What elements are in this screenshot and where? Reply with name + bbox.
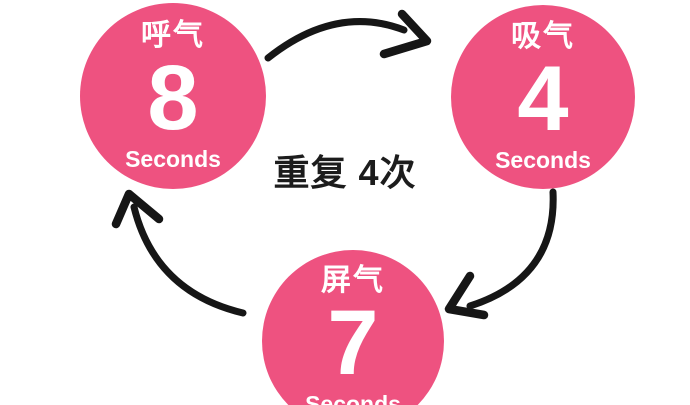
step-label: 呼气: [141, 18, 205, 52]
step-value: 8: [147, 47, 199, 150]
step-circle-inhale: 吸气 4 Seconds: [451, 5, 635, 189]
step-value: 4: [517, 48, 569, 151]
arrowhead-up-icon: [111, 189, 164, 229]
step-value: 7: [327, 292, 379, 395]
step-label: 屏气: [321, 263, 385, 297]
repeat-instruction: 重复 4次: [273, 152, 417, 193]
step-unit: Seconds: [125, 145, 221, 172]
step-circle-exhale: 呼气 8 Seconds: [80, 3, 266, 189]
step-unit: Seconds: [495, 146, 591, 173]
step-unit: Seconds: [305, 390, 401, 405]
arrowhead-right-icon: [379, 9, 432, 59]
arrow-shaft: [466, 188, 557, 310]
arrow-inhale-to-hold: [444, 188, 557, 320]
arrow-shaft: [264, 18, 408, 62]
arrow-shaft: [130, 203, 247, 317]
step-label: 吸气: [511, 19, 575, 53]
arrow-exhale-to-inhale: [264, 9, 432, 62]
step-circle-hold: 屏气 7 Seconds: [262, 250, 444, 405]
arrow-hold-to-exhale: [111, 189, 247, 317]
arrowhead-downleft-icon: [444, 271, 489, 320]
